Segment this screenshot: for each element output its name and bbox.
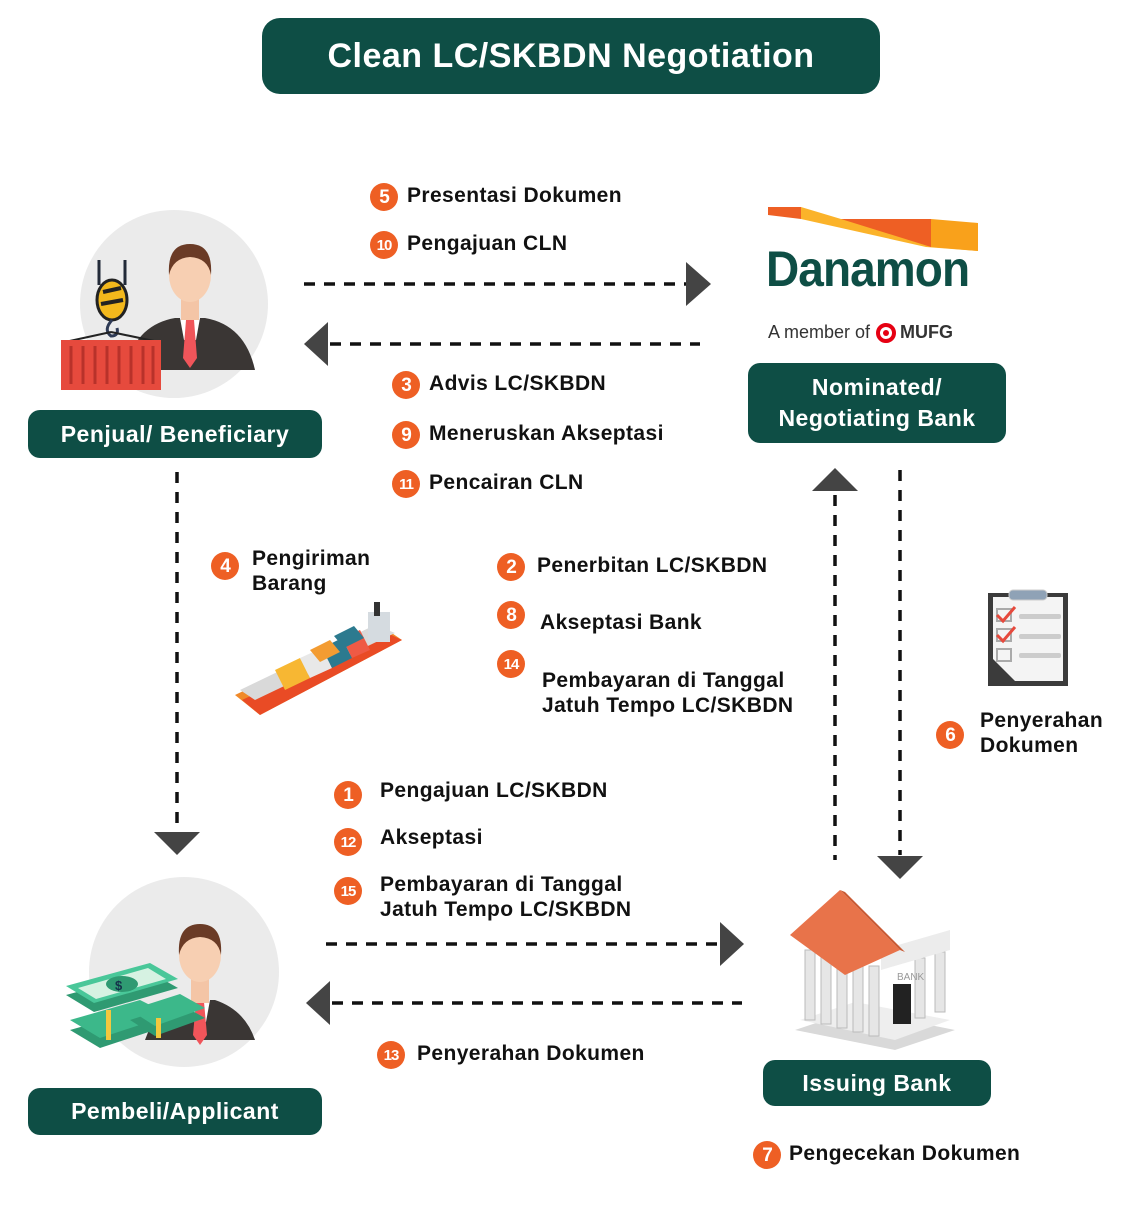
- step-label: Penerbitan LC/SKBDN: [537, 554, 768, 577]
- step-label: Akseptasi Bank: [540, 611, 703, 634]
- step-8: 8 Akseptasi Bank: [497, 601, 703, 635]
- step-14: 14 Pembayaran di Tanggal Jatuh Tempo LC/…: [497, 650, 793, 718]
- arrowhead-left: [306, 981, 330, 1025]
- step-11: 11 Pencairan CLN: [392, 470, 584, 498]
- bank-sign: BANK: [897, 972, 925, 983]
- step-13: 13 Penyerahan Dokumen: [377, 1041, 645, 1069]
- step-label: Presentasi Dokumen: [407, 184, 622, 207]
- step-label-line2: Jatuh Tempo LC/SKBDN: [542, 694, 794, 717]
- step-number-badge: 3: [392, 371, 420, 399]
- svg-text:$: $: [115, 978, 123, 993]
- step-number-badge: 5: [370, 183, 398, 211]
- step-5: 5 Presentasi Dokumen: [370, 183, 622, 211]
- applicant-label: Pembeli/Applicant: [28, 1088, 322, 1135]
- step-number-badge: 6: [936, 721, 964, 749]
- step-label: Meneruskan Akseptasi: [429, 422, 664, 445]
- issuing-bank-label: Issuing Bank: [763, 1060, 991, 1106]
- arrowhead-right: [720, 922, 744, 966]
- page-title: Clean LC/SKBDN Negotiation: [262, 18, 880, 94]
- step-15: 15 Pembayaran di Tanggal Jatuh Tempo LC/…: [334, 872, 631, 922]
- arrowhead-left: [304, 322, 328, 366]
- step-label: Pengajuan CLN: [407, 232, 568, 255]
- step-label-line1: Pembayaran di Tanggal: [542, 669, 785, 692]
- step-4: 4 Pengiriman Barang: [211, 546, 370, 596]
- danamon-logo-text: Danamon: [766, 241, 970, 297]
- step-label: Pengajuan LC/SKBDN: [380, 779, 608, 802]
- member-of-text: A member of: [768, 322, 871, 342]
- step-3: 3 Advis LC/SKBDN: [392, 371, 606, 399]
- step-10: 10 Pengajuan CLN: [370, 231, 567, 259]
- mufg-membership: A member of MUFG: [768, 322, 953, 343]
- step-6: 6 Penyerahan Dokumen: [936, 708, 1103, 758]
- beneficiary-label: Penjual/ Beneficiary: [28, 410, 322, 458]
- step-number-badge: 7: [753, 1141, 781, 1169]
- step-label-line2: Barang: [252, 572, 327, 595]
- step-number-badge: 1: [334, 781, 362, 809]
- step-number-badge: 13: [377, 1041, 405, 1069]
- step-1: 1 Pengajuan LC/SKBDN: [334, 778, 608, 809]
- step-label-line1: Pengiriman: [252, 547, 371, 570]
- step-label: Penyerahan Dokumen: [417, 1042, 645, 1065]
- step-label: Pencairan CLN: [429, 471, 584, 494]
- document-checklist-icon: [988, 589, 1068, 686]
- buyer-with-money-icon: $: [66, 924, 255, 1048]
- step-2: 2 Penerbitan LC/SKBDN: [497, 553, 767, 581]
- step-number-badge: 8: [497, 601, 525, 629]
- step-label-line1: Penyerahan: [980, 709, 1104, 732]
- nominated-bank-label-line2: Negotiating Bank: [778, 405, 976, 431]
- step-number-badge: 15: [334, 877, 362, 905]
- cargo-ship-icon: [235, 602, 402, 715]
- step-number-badge: 4: [211, 552, 239, 580]
- arrowhead-down: [877, 856, 923, 879]
- mufg-text: MUFG: [900, 322, 954, 342]
- step-7: 7 Pengecekan Dokumen: [753, 1141, 1020, 1169]
- nominated-bank-label-line1: Nominated/: [811, 374, 943, 400]
- step-label-line2: Dokumen: [980, 734, 1079, 757]
- step-number-badge: 9: [392, 421, 420, 449]
- step-label-line1: Pembayaran di Tanggal: [380, 873, 623, 896]
- step-label-line2: Jatuh Tempo LC/SKBDN: [380, 898, 632, 921]
- danamon-logo-stripes: [768, 207, 978, 251]
- issuing-bank-building-icon: BANK: [790, 890, 955, 1050]
- step-label: Pengecekan Dokumen: [789, 1142, 1021, 1165]
- arrowhead-right: [686, 262, 711, 306]
- arrowhead-up: [812, 468, 858, 491]
- step-12: 12 Akseptasi: [334, 825, 483, 856]
- seller-with-container-icon: [61, 244, 255, 390]
- arrowhead-down: [154, 832, 200, 855]
- nominated-bank-label: Nominated/ Negotiating Bank: [748, 363, 1006, 443]
- step-label: Advis LC/SKBDN: [429, 372, 607, 395]
- step-number-badge: 10: [370, 231, 398, 259]
- mufg-logo-icon: [876, 322, 897, 343]
- step-number-badge: 2: [497, 553, 525, 581]
- step-9: 9 Meneruskan Akseptasi: [392, 421, 664, 449]
- step-number-badge: 12: [334, 828, 362, 856]
- step-number-badge: 14: [497, 650, 525, 678]
- step-number-badge: 11: [392, 470, 420, 498]
- step-label: Akseptasi: [380, 826, 483, 849]
